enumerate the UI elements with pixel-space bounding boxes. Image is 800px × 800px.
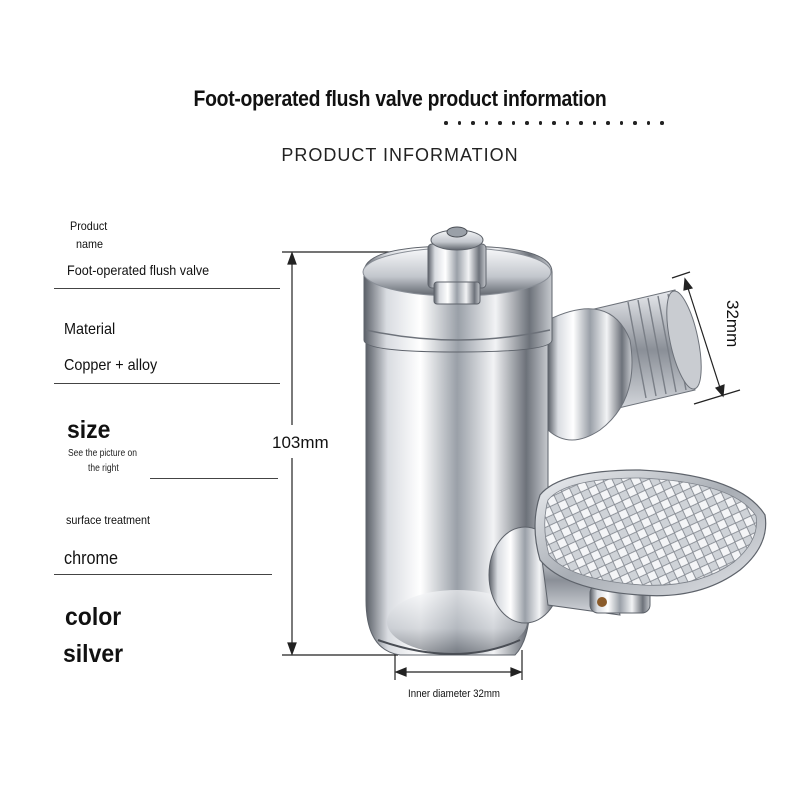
divider [54, 288, 280, 289]
side-elbow [547, 308, 633, 441]
size-note-line2: the right [88, 463, 119, 474]
color-label: color [65, 603, 122, 631]
divider [54, 383, 280, 384]
inner-diameter-label: Inner diameter 32mm [408, 688, 501, 700]
divider [150, 478, 278, 479]
inner-diameter-dimension-line [394, 650, 523, 680]
product-name-value: Foot-operated flush valve [67, 262, 210, 278]
foot-pedal [534, 469, 767, 597]
section-subtitle: PRODUCT INFORMATION [281, 145, 519, 165]
surface-treatment-value: chrome [64, 548, 119, 568]
product-name-label-line2: name [76, 237, 104, 251]
product-name-label-line1: Product [70, 219, 108, 233]
height-dimension-line [282, 251, 398, 656]
top-nut [427, 226, 487, 305]
material-label: Material [64, 321, 116, 338]
page-title: Foot-operated flush valve product inform… [193, 86, 607, 111]
height-dimension-label: 103mm [272, 433, 329, 452]
surface-treatment-label: surface treatment [66, 513, 151, 527]
color-value: silver [63, 640, 124, 668]
dotted-divider [444, 121, 664, 125]
size-label: size [67, 416, 111, 444]
material-value: Copper + alloy [64, 357, 158, 374]
divider [54, 574, 272, 575]
outlet-dimension-line [671, 271, 741, 405]
size-note-line1: See the picture on [68, 448, 137, 459]
